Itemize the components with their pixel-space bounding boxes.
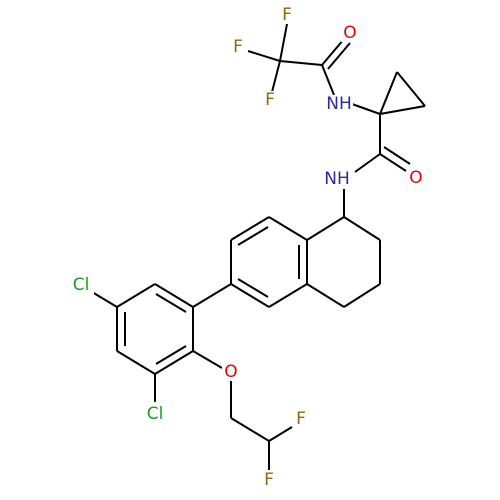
- bond-sat-1: [343, 216, 381, 241]
- bond-carbonyl1-n: [321, 64, 335, 96]
- bond-ar1-3-inner: [237, 226, 269, 246]
- atom-labels: F F F O NH O NH Cl O Cl F F: [68, 5, 425, 490]
- bond-c-f2: [247, 50, 281, 62]
- bond-chf2-f4: [268, 426, 293, 442]
- bond-sat-4: [306, 283, 345, 308]
- bond-c-o-ether: [192, 350, 223, 369]
- bond-c-cl-top: [91, 291, 118, 308]
- bond-biaryl: [192, 283, 232, 308]
- bond-carbonyl2-o-a: [379, 153, 407, 172]
- atom-o-ether: O: [224, 362, 237, 382]
- atom-n-amide2: NH: [324, 169, 350, 189]
- bond-ar1-5: [230, 283, 270, 308]
- bond-ar2-1-inner: [155, 293, 187, 313]
- bond-sat-5: [306, 216, 345, 241]
- atom-f2: F: [233, 37, 243, 57]
- atom-f3: F: [265, 90, 275, 110]
- atom-cl-bottom: Cl: [147, 404, 164, 424]
- atom-o-amide1: O: [343, 23, 356, 43]
- bond-carbonyl1-o-b: [327, 42, 351, 70]
- bond-ar1-3: [230, 216, 270, 241]
- bond-ar2-5-inner: [155, 345, 187, 365]
- bond-c-f1: [279, 23, 288, 62]
- bond-n-cyclopropyl: [351, 103, 381, 115]
- bonds: [91, 23, 426, 470]
- bond-ar2-1: [154, 283, 194, 308]
- bond-cp-1: [379, 71, 398, 115]
- bond-c-f3: [271, 60, 281, 93]
- atom-f1: F: [282, 5, 292, 25]
- bond-ar2-5: [154, 350, 194, 375]
- atom-o-amide2: O: [409, 168, 422, 188]
- bond-sat-3: [343, 283, 381, 308]
- atom-f5: F: [264, 470, 274, 490]
- bond-ch2-chf2: [230, 417, 270, 442]
- bond-carbonyl2-n: [354, 153, 381, 173]
- bond-cp-2: [396, 71, 426, 107]
- bond-ar1-2: [268, 216, 308, 241]
- bond-ar2-4: [116, 350, 156, 375]
- bond-ar1-5-inner: [237, 278, 269, 298]
- bond-cp-3: [379, 105, 426, 115]
- bond-carbonyl2-o-b: [383, 146, 411, 165]
- bond-carbonyl1-o-a: [321, 38, 345, 66]
- atom-f4: F: [296, 409, 306, 429]
- bond-ar1-6: [268, 283, 308, 308]
- bond-ar2-2: [116, 283, 156, 308]
- atom-n-amide1: NH: [326, 94, 352, 114]
- bond-cf3-carbonyl: [279, 60, 323, 66]
- atom-cl-top: Cl: [73, 275, 90, 295]
